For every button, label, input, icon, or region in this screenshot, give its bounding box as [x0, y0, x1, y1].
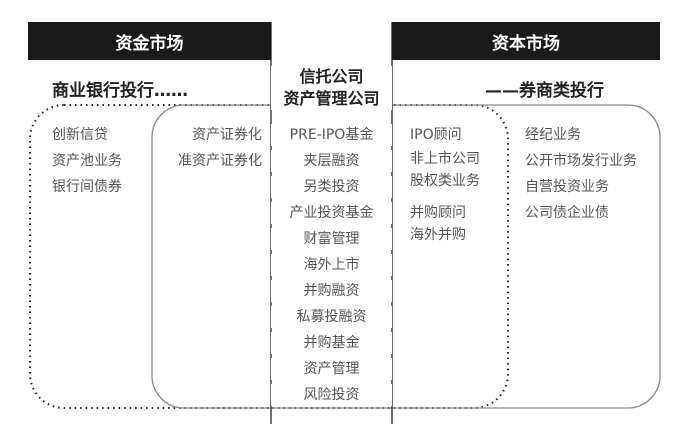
diagram-item: 资产证券化 — [192, 127, 262, 143]
diagram-item: 资产池业务 — [52, 153, 122, 169]
diagram-item: 经纪业务 — [525, 127, 581, 143]
diagram-item: 财富管理 — [271, 228, 392, 250]
capital-market-header: 资本市场 — [392, 22, 660, 60]
diagram-item: 并购顾问 — [410, 205, 466, 221]
diagram-item: 公司债企业债 — [525, 205, 609, 221]
bank-ib-label: 商业银行投行…… — [52, 81, 188, 101]
diagram-item: 海外上市 — [271, 254, 392, 276]
diagram-item: PRE-IPO基金 — [271, 124, 392, 146]
diagram-item: 并购基金 — [271, 332, 392, 354]
diagram-item: 海外并购 — [410, 227, 466, 243]
securities-solid-region — [151, 104, 661, 409]
center-title-line: 信托公司 — [299, 67, 364, 86]
diagram-item: 另类投资 — [271, 176, 392, 198]
diagram-item: 公开市场发行业务 — [525, 153, 637, 169]
diagram-item: 股权类业务 — [410, 173, 480, 189]
diagram-item: IPO顾问 — [410, 127, 462, 143]
diagram-item: 资产管理 — [271, 358, 392, 380]
diagram-item: 并购融资 — [271, 280, 392, 302]
money-market-header: 资金市场 — [28, 22, 271, 60]
broker-ib-label: ——券商类投行 — [485, 81, 604, 101]
diagram-item: 私募投融资 — [271, 306, 392, 328]
diagram-item: 创新信贷 — [52, 127, 108, 143]
diagram-item: 银行间债券 — [52, 179, 122, 195]
diagram-item: 夹层融资 — [271, 150, 392, 172]
diagram-item: 准资产证券化 — [178, 153, 262, 169]
diagram-item: 自营投资业务 — [525, 179, 609, 195]
center-title: 信托公司 资产管理公司 — [271, 66, 392, 110]
diagram-item: 非上市公司 — [410, 151, 480, 167]
center-title-line: 资产管理公司 — [283, 89, 380, 108]
diagram-item: 产业投资基金 — [271, 202, 392, 224]
diagram-item: 风险投资 — [271, 384, 392, 406]
